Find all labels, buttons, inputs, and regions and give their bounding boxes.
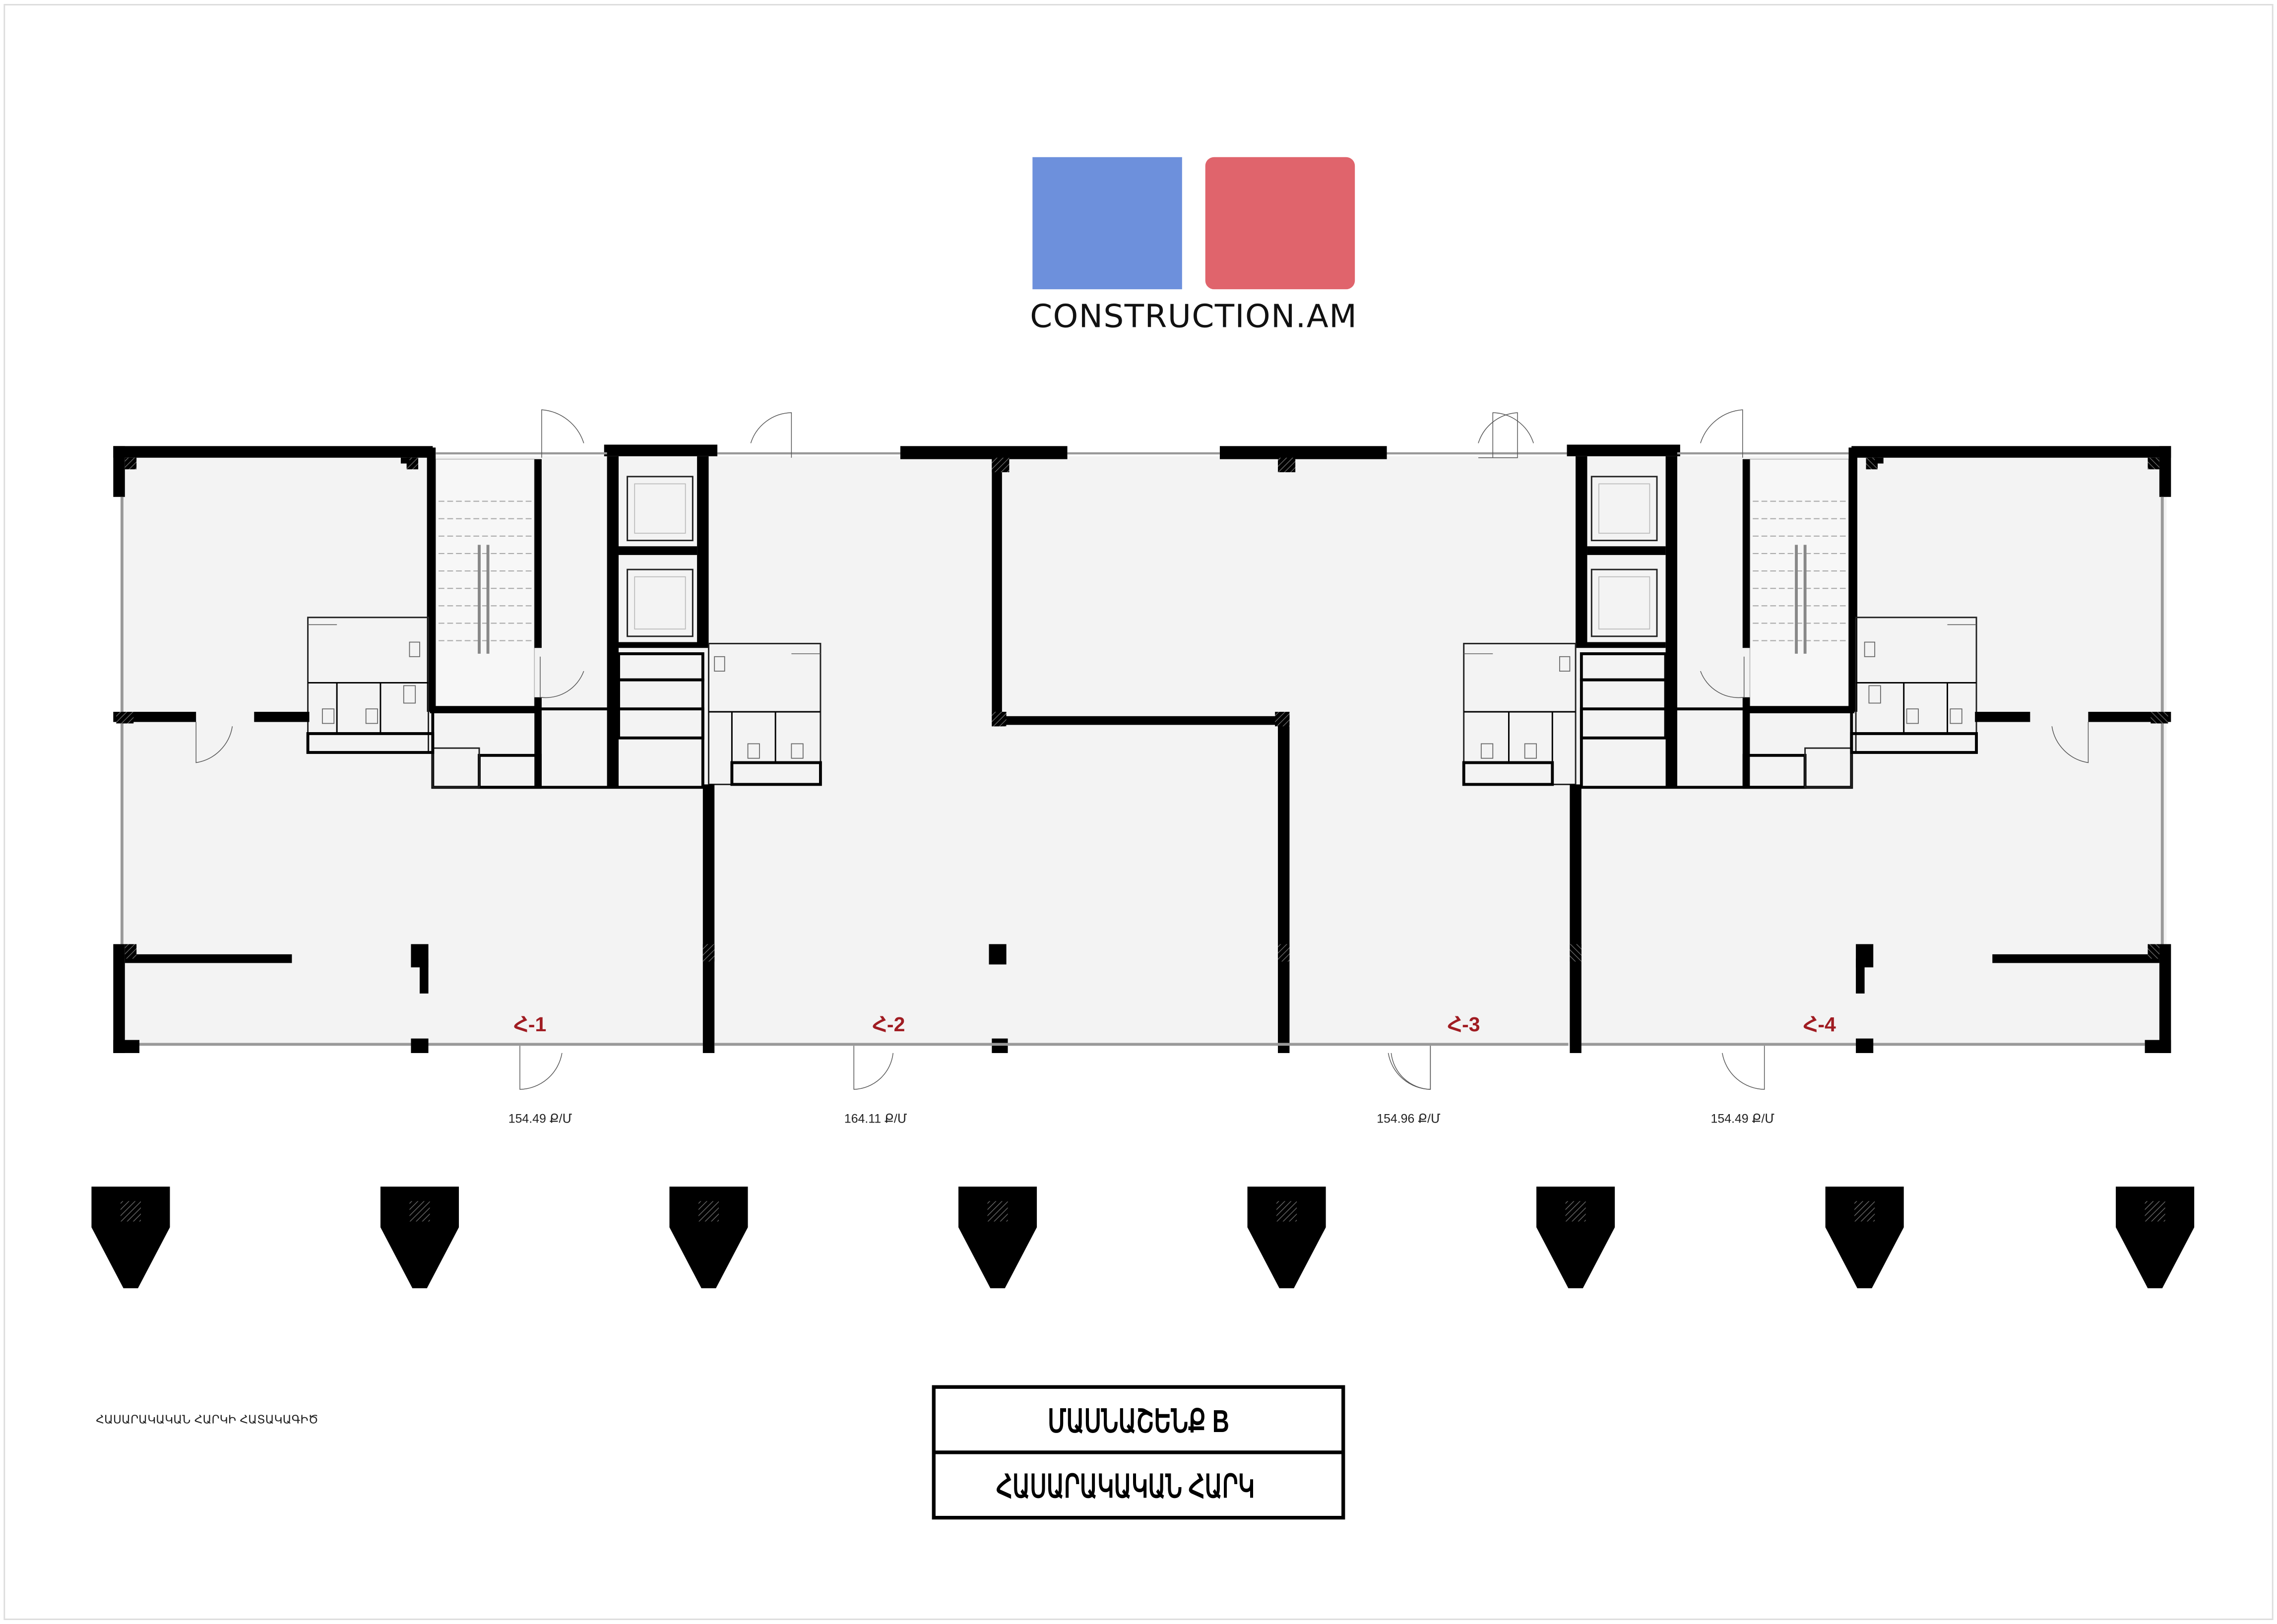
parking-space-icon	[1536, 1187, 1615, 1289]
parking-space-icon	[1825, 1187, 1904, 1289]
sheet-border	[3, 3, 2274, 1621]
central-walls	[714, 412, 1569, 1090]
unit-label-3: Հ-3	[1448, 1013, 1480, 1036]
plan-caption: ՀԱՍԱՐԱԿԱԿԱՆ ՀԱՐԿԻ ՀԱՏԱԿԱԳԻԾ	[96, 1412, 318, 1426]
title-block-subtitle: ՀԱՍԱՐԱԿԱԿԱՆ ՀԱՐԿ	[996, 1469, 1255, 1504]
unit-label-2: Հ-2	[873, 1013, 905, 1036]
unit-label-1: Հ-1	[514, 1013, 547, 1036]
unit-area-1: 154.49 Ք/Մ	[508, 1112, 572, 1125]
logo: CONSTRUCTION.AM	[1030, 157, 1357, 335]
parking-spaces	[91, 1187, 2195, 1289]
logo-blue-square	[1032, 157, 1182, 290]
floor-plan: Հ-1 Հ-2 Հ-3 Հ-4 154.49 Ք/Մ 164.11 Ք/Մ 15…	[113, 410, 2171, 1125]
unit-label-4: Հ-4	[1803, 1013, 1836, 1036]
parking-space-icon	[1247, 1187, 1326, 1289]
parking-space-icon	[2116, 1187, 2195, 1289]
parking-space-icon	[669, 1187, 748, 1289]
unit-area-3: 154.96 Ք/Մ	[1377, 1112, 1441, 1125]
logo-red-square	[1205, 157, 1355, 290]
parking-space-icon	[91, 1187, 170, 1289]
title-block: ՄԱՍՆԱՇԵՆՔ B ՀԱՍԱՐԱԿԱԿԱՆ ՀԱՐԿ	[932, 1385, 1345, 1520]
logo-text: CONSTRUCTION.AM	[1030, 298, 1357, 335]
title-block-title: ՄԱՍՆԱՇԵՆՔ B	[1048, 1403, 1229, 1439]
parking-space-icon	[380, 1187, 459, 1289]
unit-area-4: 154.49 Ք/Մ	[1711, 1112, 1775, 1125]
parking-space-icon	[958, 1187, 1037, 1289]
unit-area-2: 164.11 Ք/Մ	[844, 1112, 907, 1125]
